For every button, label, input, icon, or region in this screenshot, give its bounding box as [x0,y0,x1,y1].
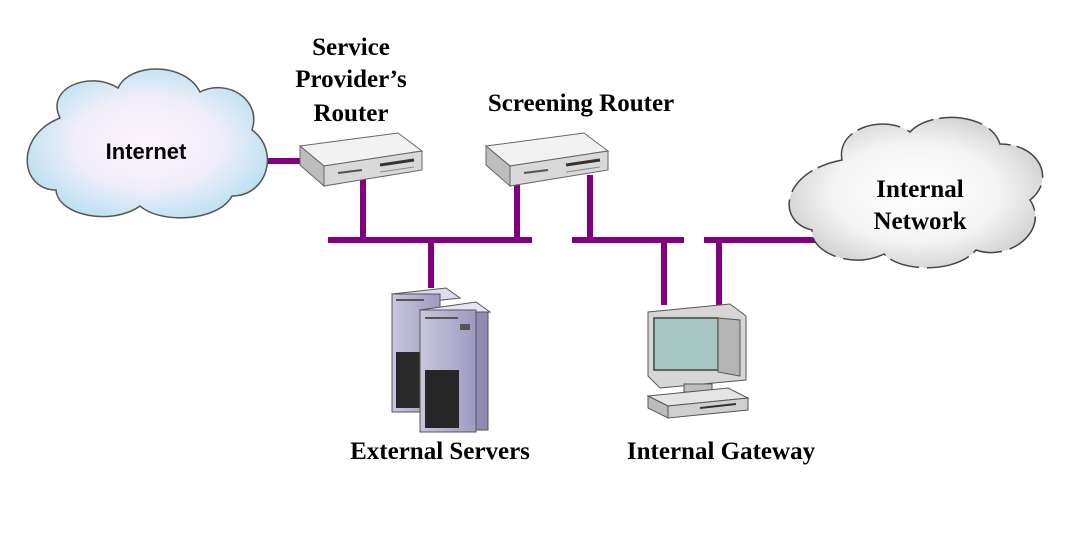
screening-router-icon [484,132,610,188]
external-servers-label: External Servers [350,438,530,465]
sp-router-label-line3: Router [314,100,389,127]
network-links [262,158,830,305]
service-provider-router-icon [298,132,424,188]
external-servers-icon [390,287,492,433]
internal-network-cloud-icon: Internal Network [788,116,1044,269]
internal-network-label-line1: Internal [876,176,964,203]
internet-label: Internet [106,139,187,164]
sp-router-label-line1: Service [312,34,390,61]
internal-network-label-line2: Network [873,208,966,235]
internet-cloud-icon: Internet [26,68,269,219]
screening-router-label: Screening Router [488,90,674,117]
sp-router-label-line2: Provider’s [295,66,407,93]
internal-gateway-label: Internal Gateway [627,438,816,465]
internal-gateway-icon [646,303,750,419]
